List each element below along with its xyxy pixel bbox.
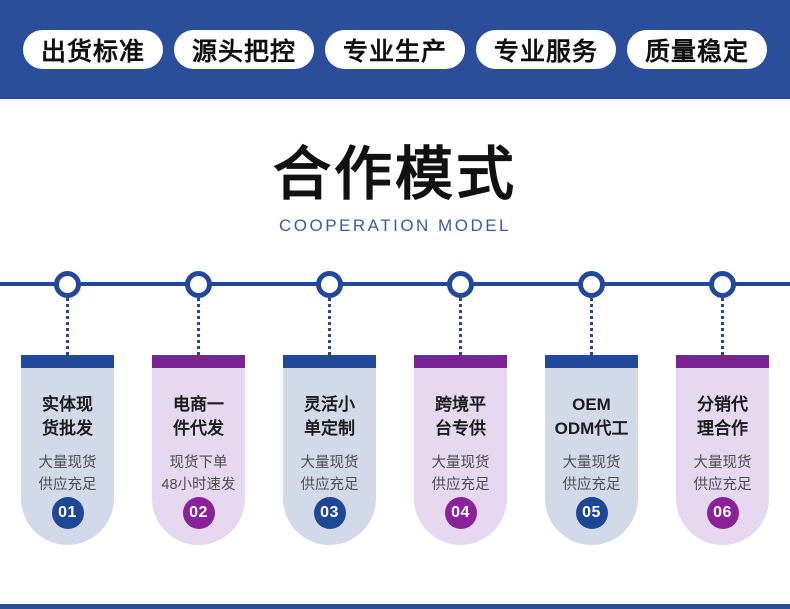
timeline-node-icon xyxy=(316,271,343,298)
card: 分销代理合作 大量现货供应充足 06 xyxy=(676,355,769,545)
card-title-line2: 单定制 xyxy=(304,419,355,438)
cards-row: 实体现货批发 大量现货供应充足 01 电商一件代发 现货下单 48小时速发 02 xyxy=(0,271,790,545)
card-description: 现货下单 48小时速发 xyxy=(161,452,235,496)
card-title-line1: 灵活小 xyxy=(304,395,355,414)
dotted-connector xyxy=(459,298,462,355)
card-desc-line2: 供应充足 xyxy=(431,477,490,493)
card-desc-line2: 供应充足 xyxy=(300,477,359,493)
dotted-connector xyxy=(66,298,69,355)
cooperation-card-small-order: 灵活小单定制 大量现货供应充足 03 xyxy=(283,271,376,545)
card-number-badge: 05 xyxy=(575,497,608,529)
card-title-line1: 分销代 xyxy=(697,395,748,414)
timeline-node-icon xyxy=(578,271,605,298)
card: 跨境平台专供 大量现货供应充足 04 xyxy=(414,355,507,545)
cooperation-card-distribution: 分销代理合作 大量现货供应充足 06 xyxy=(676,271,769,545)
card-desc-line1: 大量现货 xyxy=(693,455,752,471)
timeline-node-icon xyxy=(54,271,81,298)
card: 灵活小单定制 大量现货供应充足 03 xyxy=(283,355,376,545)
card-top-bar xyxy=(152,355,245,368)
card-desc-line2: 供应充足 xyxy=(38,477,97,493)
card-title-line2: 件代发 xyxy=(173,419,224,438)
card-desc-line1: 大量现货 xyxy=(300,455,359,471)
timeline-node-icon xyxy=(185,271,212,298)
banner-pill-stable-quality: 质量稳定 xyxy=(627,30,768,69)
card-title: 跨境平台专供 xyxy=(435,393,486,441)
card-title: OEM ODM代工 xyxy=(555,393,629,441)
timeline-node-icon xyxy=(447,271,474,298)
card-top-bar xyxy=(414,355,507,368)
card-title-line1: OEM xyxy=(572,395,611,414)
timeline-line xyxy=(0,282,790,286)
card-desc-line1: 现货下单 xyxy=(169,455,228,471)
banner-pill-shipping-standard: 出货标准 xyxy=(22,30,163,69)
card-number-badge: 04 xyxy=(444,497,477,529)
card-body: 实体现货批发 大量现货供应充足 01 xyxy=(21,368,114,545)
card-description: 大量现货供应充足 xyxy=(563,452,621,496)
cooperation-timeline: 实体现货批发 大量现货供应充足 01 电商一件代发 现货下单 48小时速发 02 xyxy=(0,271,790,545)
card-body: 灵活小单定制 大量现货供应充足 03 xyxy=(283,368,376,545)
card-top-bar xyxy=(283,355,376,368)
card-desc-line2: 供应充足 xyxy=(693,477,752,493)
card-top-bar xyxy=(545,355,638,368)
card-top-bar xyxy=(676,355,769,368)
card-title-line2: 货批发 xyxy=(42,419,93,438)
page-title: 合作模式 xyxy=(272,142,517,207)
card-body: OEM ODM代工 大量现货供应充足 05 xyxy=(545,368,638,545)
card-top-bar xyxy=(21,355,114,368)
card: 电商一件代发 现货下单 48小时速发 02 xyxy=(152,355,245,545)
dotted-connector xyxy=(197,298,200,355)
card-number-badge: 01 xyxy=(51,497,84,529)
banner-pill-professional-service: 专业服务 xyxy=(476,30,617,69)
timeline-node-icon xyxy=(709,271,736,298)
card-description: 大量现货供应充足 xyxy=(39,452,97,496)
cooperation-card-oem-odm: OEM ODM代工 大量现货供应充足 05 xyxy=(545,271,638,545)
card-title: 分销代理合作 xyxy=(697,393,748,441)
card-desc-line1: 大量现货 xyxy=(562,455,621,471)
bottom-banner-edge xyxy=(0,604,790,609)
card-title-line1: 跨境平 xyxy=(435,395,486,414)
card: 实体现货批发 大量现货供应充足 01 xyxy=(21,355,114,545)
section-header: 合作模式 COOPERATION MODEL xyxy=(0,99,790,236)
dotted-connector xyxy=(590,298,593,355)
card-description: 大量现货供应充足 xyxy=(301,452,359,496)
top-banner: 出货标准 源头把控 专业生产 专业服务 质量稳定 xyxy=(0,0,790,99)
card-title: 实体现货批发 xyxy=(42,393,93,441)
card-title: 灵活小单定制 xyxy=(304,393,355,441)
card-number-badge: 02 xyxy=(182,497,215,529)
card-title-line2: 台专供 xyxy=(435,419,486,438)
dotted-connector xyxy=(721,298,724,355)
card-desc-line1: 大量现货 xyxy=(431,455,490,471)
card-desc-line1: 大量现货 xyxy=(38,455,97,471)
banner-pill-professional-production: 专业生产 xyxy=(324,30,465,69)
card-number-badge: 06 xyxy=(706,497,739,529)
card-body: 分销代理合作 大量现货供应充足 06 xyxy=(676,368,769,545)
dotted-connector xyxy=(328,298,331,355)
card-title: 电商一件代发 xyxy=(173,393,224,441)
card-title-line1: 电商一 xyxy=(173,395,224,414)
cooperation-card-crossborder: 跨境平台专供 大量现货供应充足 04 xyxy=(414,271,507,545)
card-title-line2: ODM代工 xyxy=(554,419,629,438)
card-desc-line2: 供应充足 xyxy=(562,477,621,493)
card-title-line2: 理合作 xyxy=(697,419,748,438)
cooperation-card-wholesale: 实体现货批发 大量现货供应充足 01 xyxy=(21,271,114,545)
card-number-badge: 03 xyxy=(313,497,346,529)
card-description: 大量现货供应充足 xyxy=(694,452,752,496)
card-body: 电商一件代发 现货下单 48小时速发 02 xyxy=(152,368,245,545)
card-desc-line2: 48小时速发 xyxy=(161,477,236,493)
page-subtitle: COOPERATION MODEL xyxy=(278,216,512,235)
card-description: 大量现货供应充足 xyxy=(432,452,490,496)
card: OEM ODM代工 大量现货供应充足 05 xyxy=(545,355,638,545)
banner-pill-source-control: 源头把控 xyxy=(173,30,314,69)
card-body: 跨境平台专供 大量现货供应充足 04 xyxy=(414,368,507,545)
card-title-line1: 实体现 xyxy=(42,395,93,414)
cooperation-card-dropshipping: 电商一件代发 现货下单 48小时速发 02 xyxy=(152,271,245,545)
